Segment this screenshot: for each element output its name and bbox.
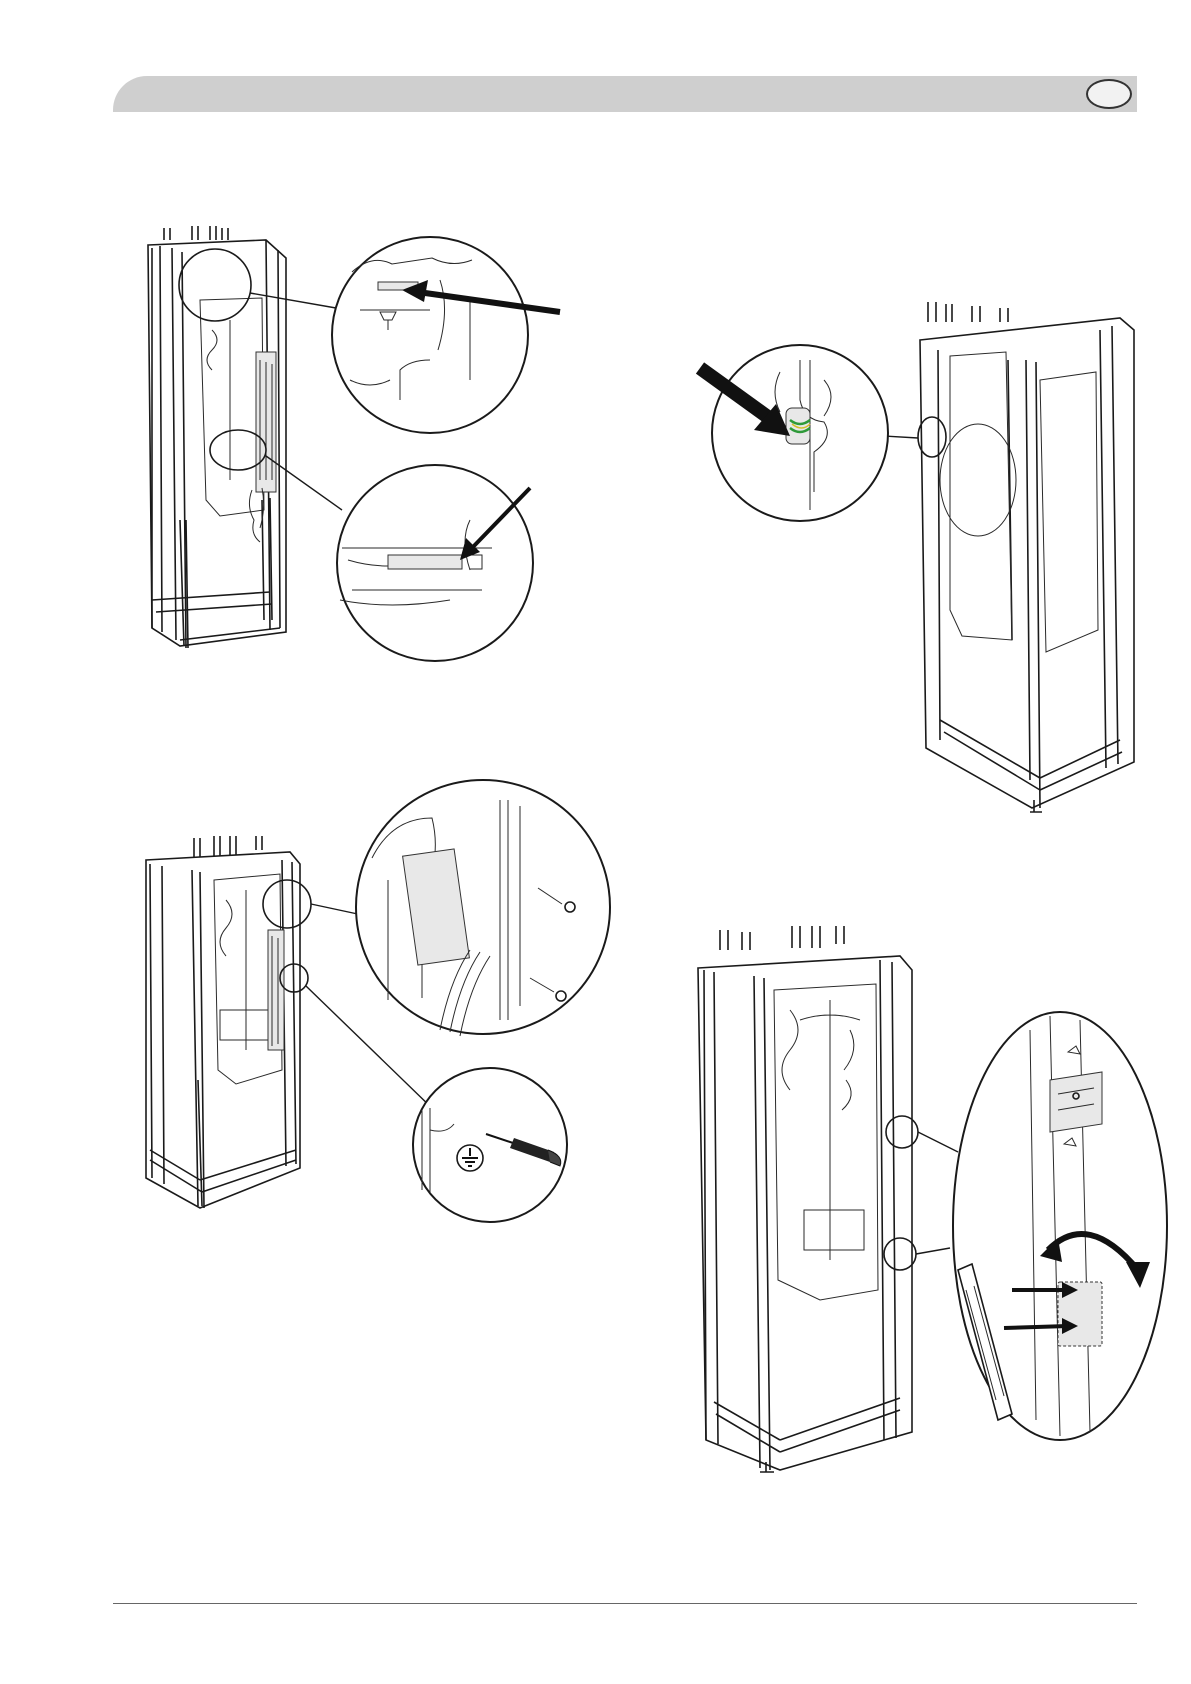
fig-bottom-left (146, 780, 610, 1222)
fig-top-right (700, 302, 1134, 812)
fig-bottom-right (698, 926, 1167, 1472)
footer-rule (113, 1603, 1137, 1604)
fig-top-left (148, 226, 560, 661)
